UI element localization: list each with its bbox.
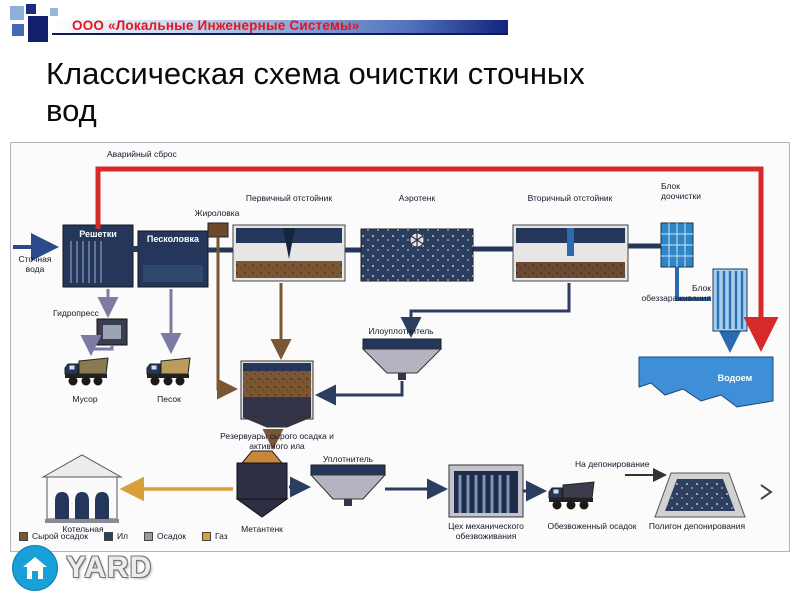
label-influent: Сточная вода xyxy=(18,254,52,275)
treatment-diagram-canvas xyxy=(13,166,779,523)
label-sand-trap: Песколовка xyxy=(146,234,200,244)
sludge-thickener-tank xyxy=(361,338,443,380)
deco-square xyxy=(10,6,24,20)
polishing-unit-block xyxy=(660,222,694,268)
aeration-tank xyxy=(360,228,474,282)
label-dewatering-shop: Цех механического обезвоживания xyxy=(448,521,524,542)
sand-truck xyxy=(146,357,191,386)
grease-trap-box xyxy=(207,222,229,238)
legend-swatch-raw-sludge xyxy=(19,531,28,541)
effluent-pipes xyxy=(675,267,744,353)
deco-square xyxy=(26,4,36,14)
refuse-truck xyxy=(64,357,109,386)
deco-square xyxy=(12,24,24,36)
treatment-scheme-diagram: Аварийный сброс Сточная вода Решетки Пес… xyxy=(10,142,790,552)
disinfection-unit-block xyxy=(712,268,748,332)
label-refuse: Мусор xyxy=(72,394,98,404)
dewatering-shop-building xyxy=(448,464,524,518)
deco-square xyxy=(28,16,48,42)
legend-item: Ил xyxy=(103,531,129,541)
legend-label: Сырой осадок xyxy=(32,531,88,541)
main-flow-pipes xyxy=(130,243,661,253)
dewatered-sludge-truck xyxy=(548,481,595,510)
label-secondary-clarifier: Вторичный отстойник xyxy=(527,193,613,203)
diagram-legend: Сырой осадок Ил Осадок Газ xyxy=(19,531,228,541)
yard-logo: YARD xyxy=(12,545,152,591)
processing-chain-pipes xyxy=(289,476,547,502)
label-to-landfill: На депонирование xyxy=(575,459,650,469)
sludge-pipes xyxy=(216,237,292,450)
company-name: ООО «Локальные Инженерные Системы» xyxy=(72,18,360,33)
legend-item: Газ xyxy=(202,531,228,541)
label-disinfection-unit: Блок обеззараживания xyxy=(641,283,711,304)
sand-trap-tank xyxy=(137,230,209,288)
label-landfill: Полигон депонирования xyxy=(648,521,746,531)
boiler-house xyxy=(41,454,123,523)
header-gradient-bar xyxy=(52,20,508,35)
label-boiler-house: Котельная xyxy=(62,524,104,534)
label-screens: Решетки xyxy=(79,229,117,239)
legend-label: Ил xyxy=(116,531,129,541)
chevron-right-icon xyxy=(760,484,773,500)
label-digester: Метантенк xyxy=(241,524,283,534)
label-aeration-tank: Аэротенк xyxy=(398,193,436,203)
label-sludge-thickener: Илоуплотнитель xyxy=(368,326,434,336)
label-primary-clarifier: Первичный отстойник xyxy=(245,193,333,203)
yard-logo-text: YARD xyxy=(66,551,153,584)
house-icon xyxy=(23,557,47,579)
activated-sludge-pipes xyxy=(315,283,571,406)
label-water-body: Водоем xyxy=(717,373,753,383)
legend-label: Осадок xyxy=(157,531,187,541)
label-polishing-unit: Блок доочистки xyxy=(661,181,702,202)
label-grease-trap: Жироловка xyxy=(194,208,240,218)
secondary-clarifier-tank xyxy=(512,224,629,282)
water-body-shape xyxy=(638,356,774,408)
legend-label: Газ xyxy=(215,531,228,541)
legend-item: Сырой осадок xyxy=(19,531,88,541)
hydropress-unit xyxy=(96,318,128,346)
deco-square xyxy=(50,8,58,16)
legend-swatch-sediment xyxy=(144,531,154,541)
compactor-tank xyxy=(309,464,387,506)
page-title: Классическая схема очистки сточных вод xyxy=(46,56,585,128)
label-sand: Песок xyxy=(157,394,181,404)
yard-logo-icon xyxy=(12,545,58,591)
raw-sludge-tank xyxy=(240,360,314,428)
label-emergency-discharge: Аварийный сброс xyxy=(107,149,177,159)
label-dewatered-sludge: Обезвоженный осадок xyxy=(547,521,637,531)
grit-pipes xyxy=(80,289,182,356)
emergency-discharge-pipe xyxy=(95,166,779,352)
digester-tank xyxy=(235,450,289,518)
label-raw-sludge-tanks: Резервуары сырого осадка и активного ила xyxy=(220,431,334,452)
legend-item: Осадок xyxy=(144,531,186,541)
label-compactor: Уплотнитель xyxy=(322,454,374,464)
legend-swatch-gas xyxy=(202,531,212,541)
primary-clarifier-tank xyxy=(232,224,346,282)
label-hydropress: Гидропресс xyxy=(53,308,99,318)
legend-swatch-silt xyxy=(103,531,113,541)
landfill-mound xyxy=(654,472,746,518)
